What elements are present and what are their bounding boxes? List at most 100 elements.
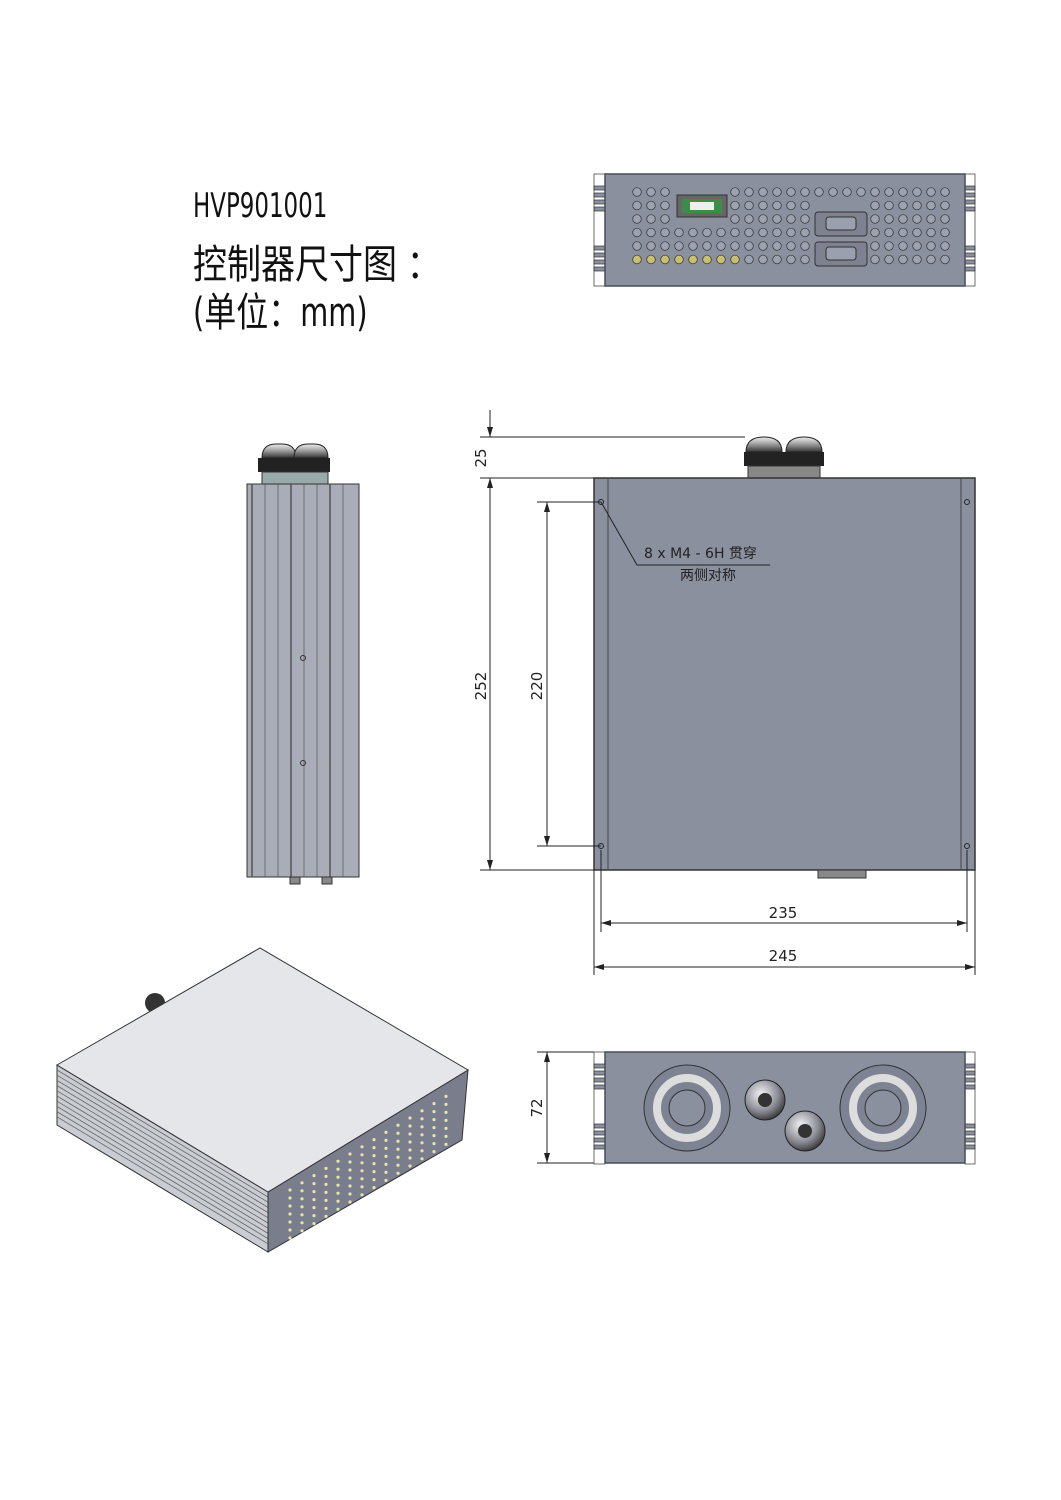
vent-hole — [408, 1140, 412, 1144]
vent-hole — [420, 1109, 424, 1113]
vent-hole — [828, 187, 838, 197]
vent-hole — [646, 200, 656, 211]
vent-hole — [688, 227, 698, 238]
heatsink-rib — [56, 1116, 269, 1245]
vent-hole — [312, 1174, 316, 1178]
vent-hole — [870, 200, 880, 211]
vent-hole — [336, 1183, 340, 1187]
vent-hole — [674, 241, 684, 251]
vent-hole — [744, 200, 754, 211]
vent-hole — [716, 241, 726, 251]
vent-hole — [898, 241, 908, 251]
vent-hole — [660, 227, 670, 238]
vent-hole — [444, 1110, 448, 1114]
vent-hole — [360, 1145, 364, 1149]
vent-hole — [940, 187, 950, 197]
vent-hole — [772, 254, 782, 265]
vent-hole — [300, 1213, 304, 1217]
vent-hole — [384, 1170, 388, 1174]
cable-gland-icon — [744, 1079, 826, 1152]
vent-hole — [660, 187, 670, 197]
db9-connector-upper — [814, 211, 868, 237]
vent-hole — [786, 214, 796, 224]
vent-hole — [408, 1156, 412, 1160]
vent-hole — [300, 1229, 304, 1233]
vent-hole — [288, 1220, 292, 1224]
vent-hole — [396, 1155, 400, 1159]
vent-hole — [758, 254, 768, 265]
vent-hole — [372, 1178, 376, 1182]
vent-hole — [396, 1147, 400, 1151]
vent-hole — [432, 1102, 436, 1106]
heatsink-rib — [56, 1111, 269, 1239]
vent-hole — [800, 241, 810, 251]
vent-hole — [324, 1198, 328, 1202]
side-view — [246, 443, 360, 885]
vent-hole — [384, 1154, 388, 1158]
vent-hole — [758, 187, 768, 197]
heatsink-fin — [964, 1084, 976, 1090]
vent-hole — [800, 214, 810, 224]
vent-hole — [384, 1130, 388, 1134]
vent-hole — [856, 187, 866, 197]
vent-hole — [688, 241, 698, 251]
vent-hole — [800, 187, 810, 197]
vent-hole — [912, 200, 922, 211]
heatsink-fin — [964, 259, 976, 265]
vent-hole — [336, 1175, 340, 1179]
vent-hole — [300, 1181, 304, 1185]
vent-hole — [288, 1204, 292, 1208]
vent-hole — [674, 254, 684, 265]
vent-hole — [884, 227, 894, 238]
vent-hole — [786, 200, 796, 211]
vent-hole — [420, 1117, 424, 1121]
vent-hole — [688, 254, 698, 265]
vent-hole — [312, 1198, 316, 1202]
vent-hole — [912, 241, 922, 251]
vent-hole — [786, 254, 796, 265]
vent-hole — [444, 1126, 448, 1130]
vent-hole — [408, 1148, 412, 1152]
heatsink-fin — [593, 1130, 606, 1136]
dimension-lines — [480, 410, 976, 1164]
vent-hole — [660, 200, 670, 211]
heatsink-fin — [593, 259, 606, 265]
heatsink-fin — [593, 266, 606, 272]
vent-hole — [730, 214, 740, 224]
db9-connector-lower — [814, 241, 868, 267]
heatsink-fin — [964, 206, 976, 212]
vent-hole — [372, 1154, 376, 1158]
hole-annotation-note: 两侧对称 — [680, 568, 736, 584]
vent-hole — [348, 1192, 352, 1196]
vent-hole — [384, 1146, 388, 1150]
heatsink-rib — [56, 1095, 269, 1224]
heatsink-fin — [593, 245, 606, 251]
vent-hole — [870, 187, 880, 197]
vent-hole — [660, 214, 670, 224]
vent-hole — [300, 1189, 304, 1193]
vent-hole — [716, 254, 726, 265]
heatsink-fin — [964, 1077, 976, 1083]
vent-hole — [408, 1164, 412, 1168]
heatsink-fin — [964, 1123, 976, 1129]
vent-hole — [940, 241, 950, 251]
fan-left-icon — [643, 1064, 731, 1152]
vent-hole — [870, 241, 880, 251]
terminal-connector — [676, 194, 728, 218]
vent-hole — [884, 200, 894, 211]
vent-hole — [730, 200, 740, 211]
vent-hole — [336, 1167, 340, 1171]
vent-hole — [646, 254, 656, 265]
vent-hole — [758, 227, 768, 238]
heatsink-fin — [593, 199, 606, 205]
vent-hole — [898, 254, 908, 265]
vent-hole — [646, 187, 656, 197]
vent-hole — [444, 1094, 448, 1098]
heatsink-fin — [593, 1063, 606, 1069]
vent-hole — [926, 200, 936, 211]
vent-hole — [744, 254, 754, 265]
vent-hole — [926, 214, 936, 224]
vent-hole — [288, 1236, 292, 1240]
heatsink-rib — [56, 1090, 269, 1219]
heatsink-fin — [964, 192, 976, 198]
